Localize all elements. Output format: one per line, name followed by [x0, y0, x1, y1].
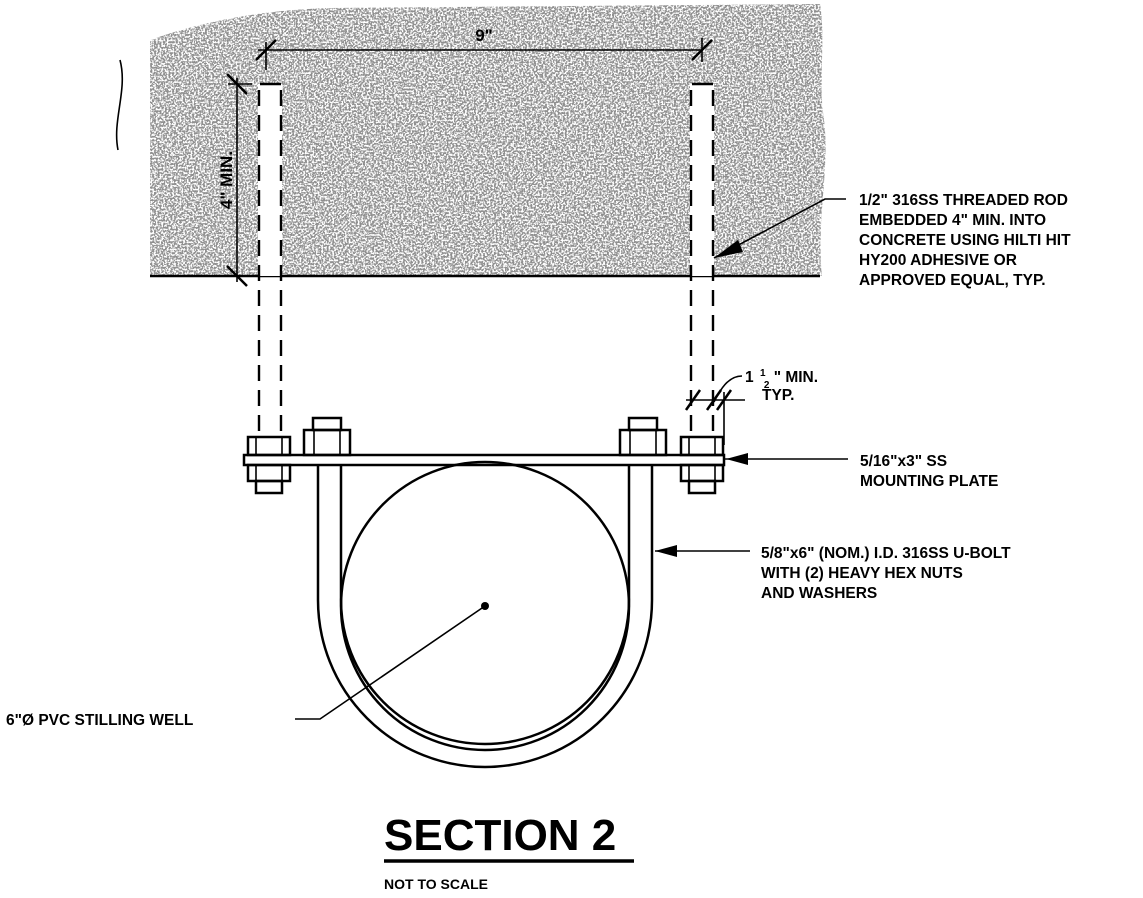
embed-depth-dimension: 4" MIN. [217, 73, 252, 287]
threaded-rod-left [257, 82, 283, 440]
rod-nut-right [679, 435, 725, 495]
u-bolt-leader [655, 545, 750, 557]
u-bolt-callout: 5/8"x6" (NOM.) I.D. 316SS U-BOLT WITH (2… [761, 545, 1015, 602]
threaded-rod-leader [713, 198, 846, 259]
edge-distance-dimension: 1 1 2 " MIN. TYP. [684, 363, 818, 445]
threaded-rod-callout: 1/2" 316SS THREADED ROD EMBEDDED 4" MIN.… [859, 192, 1075, 289]
mounting-plate [242, 453, 726, 467]
spacing-dimension: 9" [255, 26, 713, 70]
spacing-dimension-text: 9" [475, 26, 493, 45]
mounting-plate-callout: 5/16"x3" SS MOUNTING PLATE [860, 453, 998, 490]
stilling-well-callout: 6"Ø PVC STILLING WELL [6, 712, 193, 729]
pvc-stilling-well [339, 460, 631, 752]
u-bolt-nut-right [618, 416, 668, 457]
rod-nut-left [246, 435, 292, 495]
u-bolt-nut-left [302, 416, 352, 457]
edge-distance-text: 1 1 2 " MIN. [745, 363, 818, 392]
u-bolt [316, 465, 654, 769]
mounting-plate-leader [724, 453, 848, 465]
edge-distance-typ-text: TYP. [762, 387, 794, 404]
section-title: SECTION 2 [384, 811, 616, 860]
stilling-well-leader [295, 605, 486, 720]
threaded-rod-right [689, 82, 715, 440]
embed-depth-dimension-text: 4" MIN. [217, 151, 236, 209]
scale-note: NOT TO SCALE [384, 876, 488, 892]
